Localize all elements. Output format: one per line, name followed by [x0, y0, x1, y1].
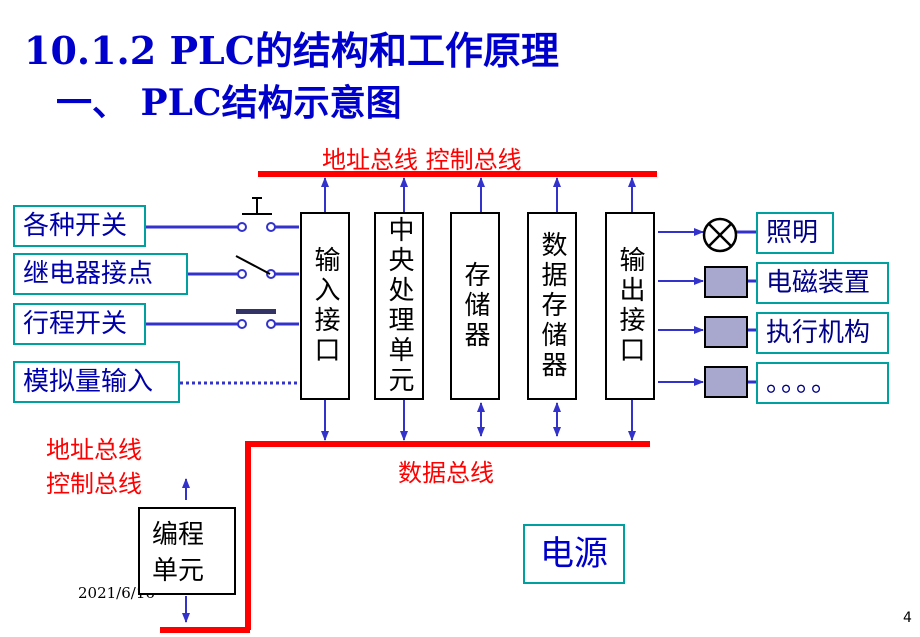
- left-bus-label-control: 控制总线: [46, 470, 142, 498]
- input-switches: 各种开关: [13, 205, 146, 247]
- output-solenoid: 电磁装置: [756, 262, 889, 304]
- unit-output-interface: 输出接口: [605, 212, 655, 400]
- device-icon: [704, 366, 748, 398]
- data-bus: [245, 441, 650, 630]
- input-relay-contacts: 继电器接点: [13, 253, 188, 295]
- slide-date: 2021/6/16: [78, 584, 155, 602]
- output-lighting: 照明: [756, 212, 834, 254]
- page-number: 4: [903, 610, 912, 626]
- power-supply: 电源: [523, 524, 625, 584]
- page-title: 10.1.2 PLC的结构和工作原理: [24, 28, 559, 73]
- output-more: 。。。。: [756, 362, 889, 404]
- lamp-icon: [702, 217, 738, 253]
- programming-unit-line2: 单元: [152, 556, 205, 586]
- input-limit-switches: 行程开关: [13, 303, 146, 345]
- section-subtitle: 一、 PLC结构示意图: [56, 82, 402, 124]
- unit-cpu: 中央处理单元: [374, 212, 424, 400]
- unit-memory: 存储器: [450, 212, 500, 400]
- output-actuator: 执行机构: [756, 312, 889, 354]
- unit-data-memory: 数据存储器: [527, 212, 577, 400]
- data-bus-label: 数据总线: [398, 459, 494, 487]
- programming-unit: 编程 单元: [138, 507, 236, 595]
- left-bus-label-address: 地址总线: [46, 436, 142, 464]
- solenoid-icon: [704, 266, 748, 298]
- actuator-icon: [704, 316, 748, 348]
- unit-input-interface: 输入接口: [300, 212, 350, 400]
- programming-unit-line1: 编程: [152, 520, 205, 550]
- top-bus-label: 地址总线 控制总线: [322, 146, 522, 174]
- input-analog: 模拟量输入: [13, 361, 180, 403]
